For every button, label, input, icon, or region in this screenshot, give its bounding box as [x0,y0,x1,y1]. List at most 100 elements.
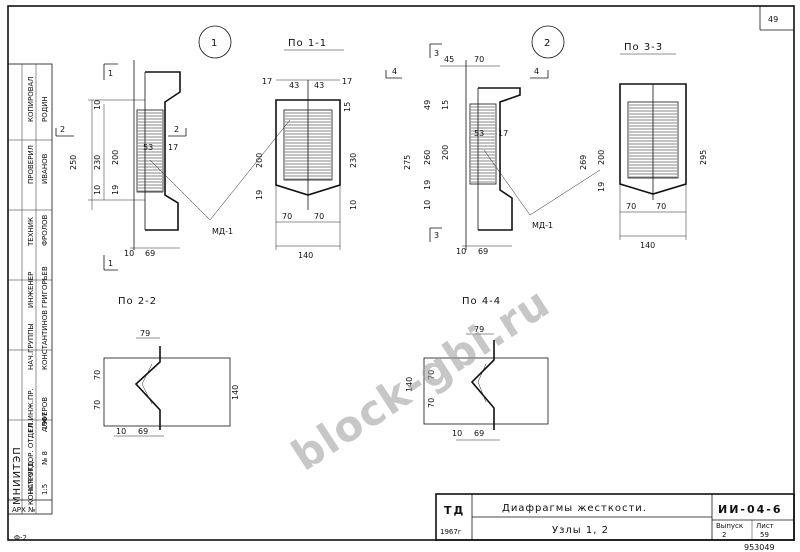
svg-text:250: 250 [69,155,78,170]
svg-text:140: 140 [640,241,655,250]
svg-text:10: 10 [452,429,462,438]
svg-text:70: 70 [626,202,636,211]
stamp-sheet-num: 1:5 [41,484,49,495]
svg-text:3: 3 [434,231,439,240]
svg-text:275: 275 [403,155,412,170]
svg-text:15: 15 [343,102,352,112]
stamp-name: ИВАНОВ [41,153,49,184]
svg-text:230: 230 [93,155,102,170]
svg-text:70: 70 [282,212,292,221]
section-2-2-title: По 2-2 [118,296,157,307]
svg-text:200: 200 [255,153,264,168]
svg-text:45: 45 [444,55,454,64]
stamp-arch: АРХ № [12,506,35,514]
svg-text:70: 70 [427,398,436,408]
page-number: 49 [768,15,778,24]
svg-text:79: 79 [474,325,484,334]
node-1-elevation: 1 250 230 200 10 10 19 53 17 2 2 1 1 10 … [55,25,291,271]
svg-text:140: 140 [298,251,313,260]
stamp-org: МНИИТЭП [12,446,23,505]
svg-text:17: 17 [168,143,178,152]
sheet-label: Лист [756,522,774,530]
svg-text:10: 10 [116,427,126,436]
stamp-role: ГЛ.ИНЖ.ПР. [27,388,35,432]
stamp-role: ПРОВЕРИЛ [27,145,35,184]
watermark: block-gbi.ru [283,278,558,481]
svg-text:4: 4 [534,67,539,76]
svg-text:49: 49 [423,100,432,110]
stamp-name: КОНСТАНТИНОВ [41,310,49,370]
svg-text:43: 43 [289,81,299,90]
svg-text:43: 43 [314,81,324,90]
svg-text:140: 140 [231,385,240,400]
stamp-name: РОДИН [41,96,49,122]
node-1-circle [198,25,232,59]
svg-text:260: 260 [423,150,432,165]
svg-text:70: 70 [427,370,436,380]
svg-text:53: 53 [474,129,484,138]
svg-text:1: 1 [108,259,113,268]
title-year: 1967г [440,528,462,536]
left-stamp: МНИИТЭП КОНСТРУКТОР. ОТДЕЛ 1967 № 8 1:5 … [7,63,53,515]
svg-text:10: 10 [423,200,432,210]
svg-text:69: 69 [138,427,148,436]
title-block: ТД 1967г Диафрагмы жесткости. Узлы 1, 2 … [435,493,795,541]
svg-text:19: 19 [597,182,606,192]
svg-text:17: 17 [498,129,508,138]
svg-text:10: 10 [349,200,358,210]
stamp-role: НАЧ.ОТД. [27,459,35,494]
svg-text:200: 200 [441,145,450,160]
section-4-4-title: По 4-4 [462,296,501,307]
archive-number: 953049 [744,543,775,552]
section-4-4: По 4-4 79 140 70 70 10 69 [405,296,549,441]
svg-text:200: 200 [111,150,120,165]
svg-text:10: 10 [93,100,102,110]
svg-text:10: 10 [124,249,134,258]
stamp-year: 1967 [41,412,49,430]
svg-text:70: 70 [93,370,102,380]
svg-text:4: 4 [392,67,397,76]
section-1-1-title: По 1-1 [288,38,327,49]
svg-text:1: 1 [108,69,113,78]
section-3-3-title: По 3-3 [624,42,663,53]
stamp-role: КОПИРОВАЛ [27,76,35,122]
svg-text:17: 17 [262,77,272,86]
stamp-num: № 8 [41,451,49,465]
sheet-value: 59 [760,531,769,539]
section-3-3: По 3-3 269 200 19 295 70 70 140 [579,42,708,250]
drawing-code: ИИ-04-6 [718,503,783,516]
svg-text:3: 3 [434,49,439,58]
node-2-label: 2 [544,38,551,49]
node-1-label: 1 [211,38,218,49]
svg-text:53: 53 [143,143,153,152]
stamp-name: ГРИГОРЬЕВ [41,266,49,308]
issue-label: Выпуск [716,522,743,530]
part-label-md1-2: МД-1 [532,221,553,230]
svg-text:295: 295 [699,150,708,165]
svg-text:70: 70 [474,55,484,64]
svg-text:10: 10 [93,185,102,195]
stamp-name: ФРОЛОВ [41,214,49,246]
section-2-2: По 2-2 79 70 70 140 10 69 [93,296,240,437]
stamp-name: АЛФЕРОВ [41,397,49,432]
svg-text:15: 15 [441,100,450,110]
format-label: Ф-2 [14,534,27,542]
svg-text:70: 70 [314,212,324,221]
svg-text:19: 19 [423,180,432,190]
stamp-role: НАЧ.ГРУППЫ [27,323,35,370]
svg-text:70: 70 [656,202,666,211]
svg-text:79: 79 [140,329,150,338]
svg-text:70: 70 [93,400,102,410]
svg-text:269: 269 [579,155,588,170]
svg-text:230: 230 [349,153,358,168]
svg-text:2: 2 [174,125,179,134]
drawing-subtitle: Узлы 1, 2 [552,525,609,536]
svg-text:17: 17 [342,77,352,86]
part-label-md1: МД-1 [212,227,233,236]
series-mark: ТД [444,504,465,517]
drawing-title: Диафрагмы жесткости. [502,503,647,514]
svg-text:69: 69 [474,429,484,438]
svg-text:10: 10 [456,247,466,256]
svg-text:19: 19 [111,185,120,195]
